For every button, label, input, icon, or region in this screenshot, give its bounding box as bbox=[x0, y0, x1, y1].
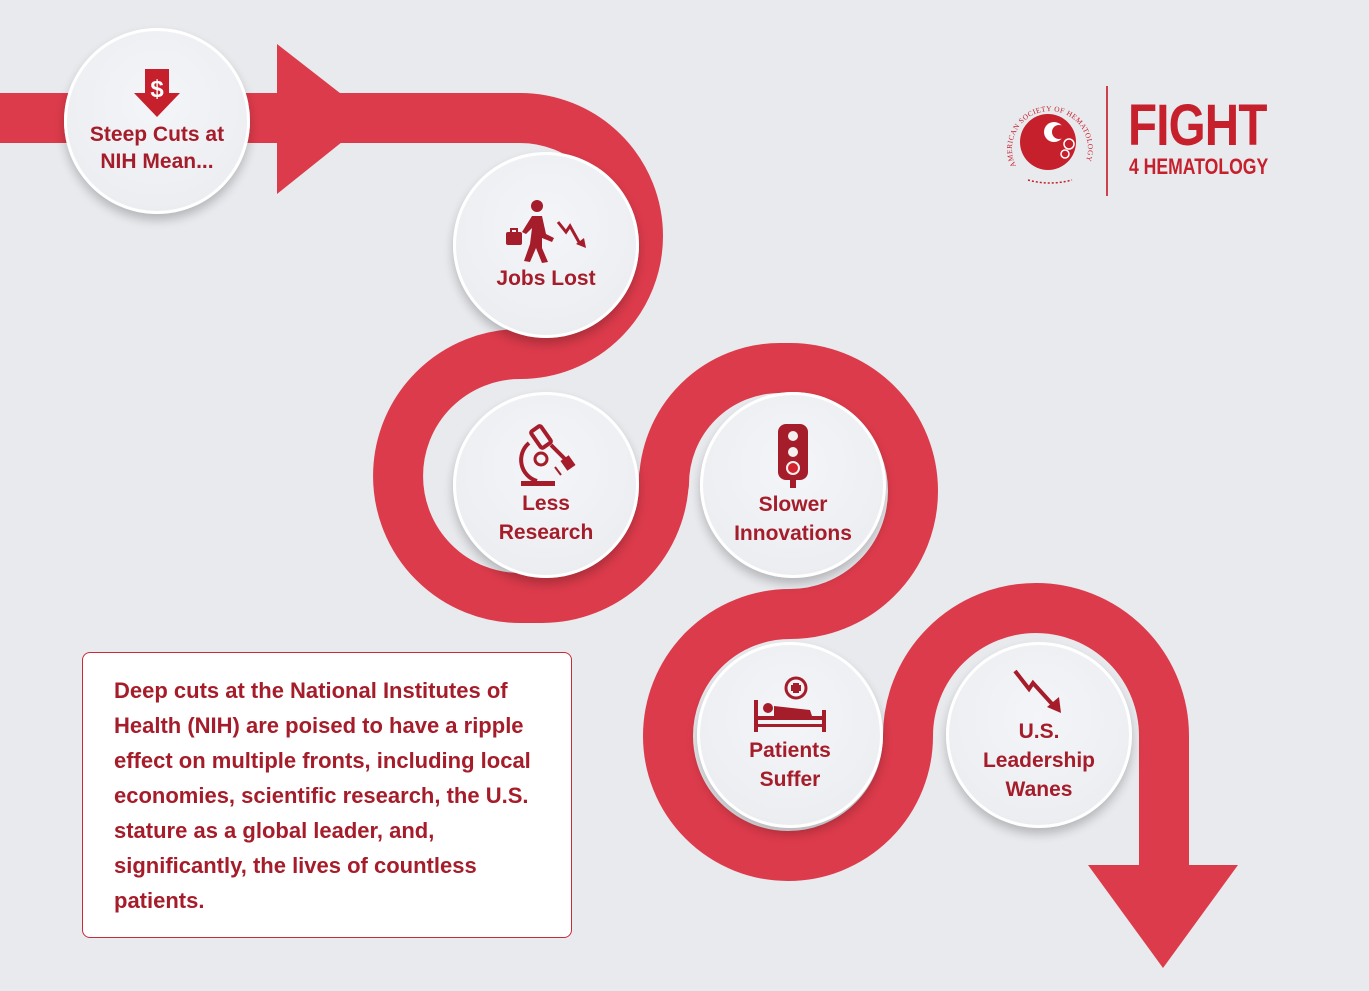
svg-text:$: $ bbox=[150, 76, 164, 103]
dollar-down-arrow-icon: $ bbox=[134, 69, 180, 117]
step-slower-innovations: Slower Innovations bbox=[700, 392, 886, 578]
step-jobs-lost: Jobs Lost bbox=[453, 152, 639, 338]
fight4hematology-logo: AMERICAN SOCIETY OF HEMATOLOGY FIGHT 4 H… bbox=[1000, 86, 1270, 198]
step-steep-cuts: $ Steep Cuts at NIH Mean... bbox=[64, 28, 250, 214]
brand-subtitle: 4 HEMATOLOGY bbox=[1129, 154, 1269, 179]
step-label: Patients Suffer bbox=[749, 739, 831, 791]
traffic-light-icon bbox=[778, 424, 808, 488]
brand-title: FIGHT bbox=[1128, 93, 1267, 158]
step-less-research: Less Research bbox=[453, 392, 639, 578]
ash-seal-icon: AMERICAN SOCIETY OF HEMATOLOGY bbox=[1005, 104, 1095, 184]
description-text: Deep cuts at the National Institutes of … bbox=[114, 678, 531, 913]
step-label: Less Research bbox=[498, 492, 594, 544]
step-label: U.S. Leadership Wanes bbox=[982, 719, 1096, 801]
logo-divider bbox=[1106, 86, 1108, 196]
step-label: Slower Innovations bbox=[734, 493, 852, 545]
step-leadership-wanes: U.S. Leadership Wanes bbox=[946, 642, 1132, 828]
hospital-bed-icon bbox=[754, 676, 826, 732]
start-arrowhead bbox=[277, 44, 372, 194]
trend-down-arrow-icon bbox=[1013, 669, 1061, 713]
step-label: Jobs Lost bbox=[496, 266, 596, 290]
walking-person-briefcase-icon bbox=[506, 199, 586, 263]
step-label: Steep Cuts at NIH Mean... bbox=[89, 123, 225, 173]
end-arrowhead bbox=[1088, 865, 1238, 968]
description-box: Deep cuts at the National Institutes of … bbox=[82, 652, 572, 938]
step-patients-suffer: Patients Suffer bbox=[697, 642, 883, 828]
microscope-icon bbox=[519, 424, 576, 486]
